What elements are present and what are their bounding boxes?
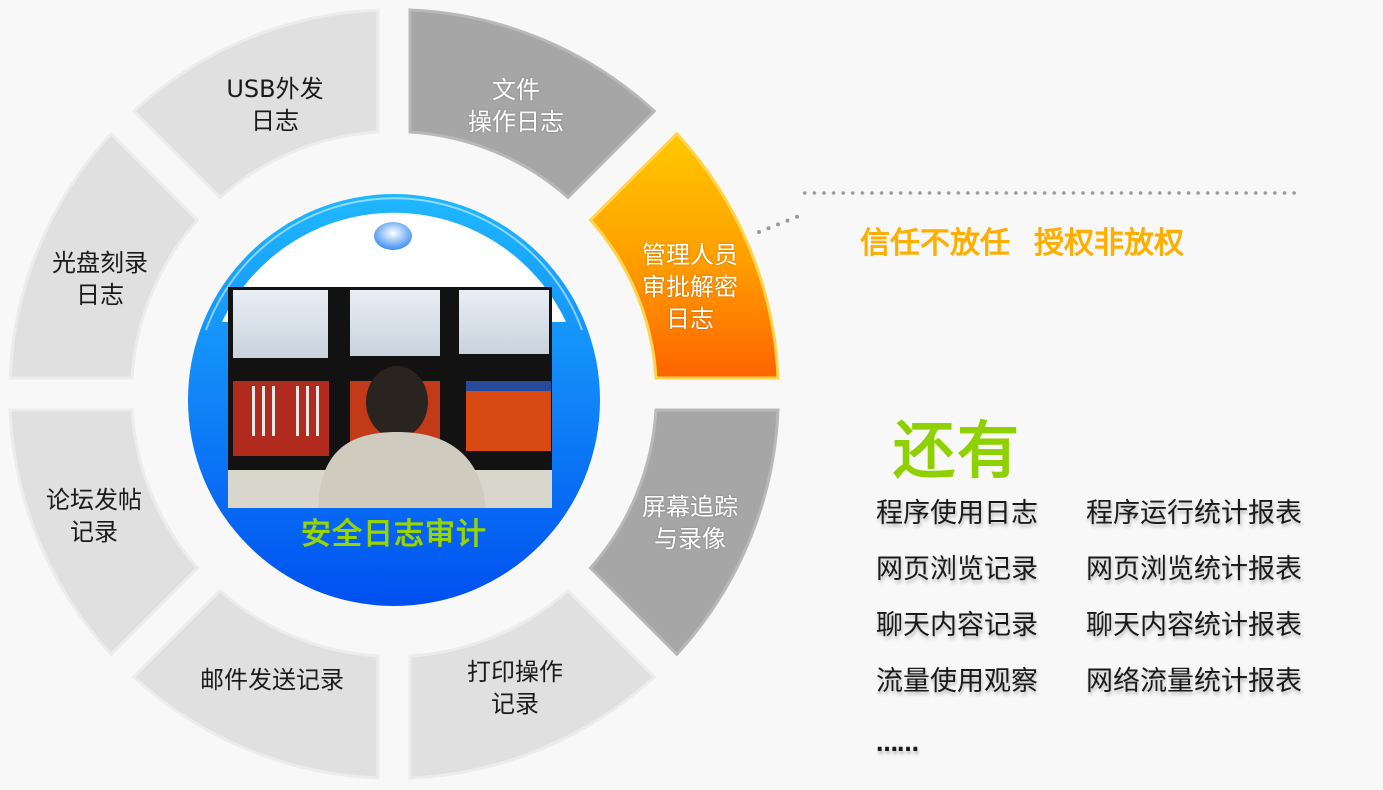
ring-segment-email-send[interactable] [131, 588, 380, 780]
list-item: 网络流量统计报表 [1086, 666, 1302, 697]
center-title: 安全日志审计 [301, 517, 487, 552]
also-title: 还有 [893, 414, 1022, 487]
ring-segment-usb-out[interactable] [131, 8, 380, 200]
segment-label-forum-post[interactable]: 论坛发帖 记录 [46, 486, 142, 546]
list-item: 网页浏览记录 [876, 554, 1038, 585]
list-item: 流量使用观察 [876, 666, 1038, 697]
list-item: 网页浏览统计报表 [1086, 554, 1302, 585]
motto-part-trust: 信任不放任 [860, 226, 1010, 261]
segment-label-disc-burn[interactable]: 光盘刻录 日志 [52, 249, 148, 309]
connector-dotted-line-horizontal [800, 191, 1297, 195]
list-item: 程序使用日志 [876, 498, 1038, 529]
also-feature-list: 程序使用日志 程序运行统计报表 网页浏览记录 网页浏览统计报表 聊天内容记录 聊… [876, 496, 1346, 699]
list-item: 聊天内容记录 [876, 610, 1038, 641]
ring-segment-disc-burn[interactable] [8, 131, 200, 380]
list-item: 聊天内容统计报表 [1086, 610, 1302, 641]
segment-label-file-ops[interactable]: 文件 操作日志 [468, 76, 564, 136]
ring-segment-print-ops[interactable] [408, 588, 657, 780]
ring-segment-screen-tracking[interactable] [588, 408, 780, 657]
log-audit-ring-diagram [8, 8, 799, 780]
center-photo [228, 287, 552, 508]
segment-label-email-send[interactable]: 邮件发送记录 [200, 666, 344, 694]
ring-segment-file-ops[interactable] [408, 8, 657, 200]
segment-label-usb-out[interactable]: USB外发 日志 [226, 75, 324, 135]
ring-segment-forum-post[interactable] [8, 408, 200, 657]
glossy-dot-icon [374, 222, 412, 250]
segment-label-print-ops[interactable]: 打印操作 记录 [467, 658, 563, 718]
segment-label-screen-tracking[interactable]: 屏幕追踪 与录像 [642, 493, 738, 553]
list-item: 程序运行统计报表 [1086, 498, 1302, 529]
connector-dotted-line [757, 214, 799, 234]
motto-part-authorize: 授权非放权 [1034, 226, 1184, 261]
ring-segment-admin-approval[interactable] [588, 131, 780, 380]
center-badge [188, 194, 600, 606]
motto: 信任不放任授权非放权 [860, 218, 1184, 262]
also-more-ellipsis: …… [876, 732, 919, 757]
segment-label-admin-approval[interactable]: 管理人员 审批解密 日志 [642, 241, 738, 333]
